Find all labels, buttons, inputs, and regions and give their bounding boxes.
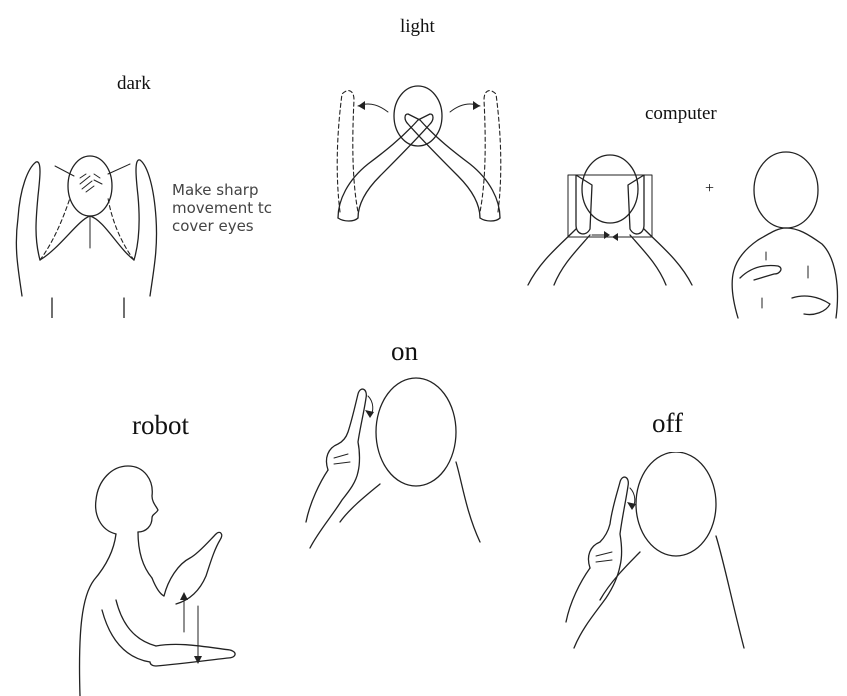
computer-plus-sign: + <box>705 180 714 198</box>
sign-off-finger-flick-drawing <box>560 452 750 652</box>
sign-light-crossed-arms-drawing <box>318 80 518 230</box>
dark-note-line-2: movement tc <box>172 199 272 217</box>
sign-label-light: light <box>400 16 435 38</box>
sign-label-dark: dark <box>117 73 151 95</box>
sign-dark-hands-cover-eyes-drawing <box>0 148 172 318</box>
sign-label-robot: robot <box>132 410 189 441</box>
sign-on-finger-flick-drawing <box>298 372 488 552</box>
sign-computer-typing-drawing <box>718 148 843 328</box>
sign-computer-screen-drawing <box>520 145 700 295</box>
dark-note-line-3: cover eyes <box>172 217 272 235</box>
dark-instruction-note: Make sharp movement tc cover eyes <box>172 181 272 235</box>
sign-label-off: off <box>652 408 683 439</box>
sign-label-computer: computer <box>645 103 717 125</box>
dark-note-line-1: Make sharp <box>172 181 272 199</box>
sign-label-on: on <box>391 336 418 367</box>
sign-robot-hands-up-down-drawing <box>60 460 250 696</box>
